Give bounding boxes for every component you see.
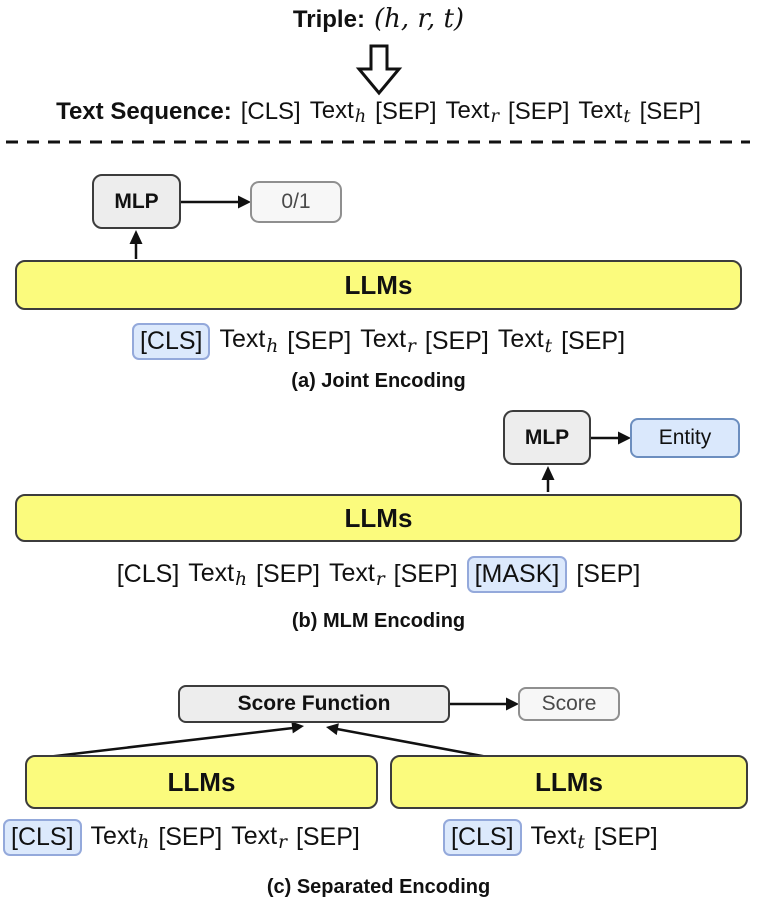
mlp-box-b: MLP	[503, 410, 591, 465]
token: [SEP]	[287, 326, 352, 355]
token: [SEP]	[375, 97, 437, 125]
arrow-mlp-to-output-a	[181, 195, 251, 209]
token: [SEP]	[639, 97, 701, 125]
token: Textr	[231, 821, 287, 854]
token: [SEP]	[393, 560, 458, 588]
token: Texth	[90, 821, 150, 854]
token-row-b: [CLS] Texth [SEP] Textr [SEP] [MASK] [SEP]	[0, 552, 757, 597]
token: Texth	[188, 558, 248, 591]
token-subscript: t	[577, 832, 585, 854]
token: [SEP]	[593, 823, 658, 851]
token: Textr	[360, 325, 416, 357]
output-box-a: 0/1	[250, 181, 342, 223]
score-label-c: Score	[541, 692, 597, 715]
token-subscript: t	[623, 106, 631, 127]
token: Texth	[219, 325, 279, 357]
llm-label-b: LLMs	[344, 502, 413, 533]
token: [SEP]	[561, 326, 626, 355]
output-label-a: 0/1	[281, 190, 311, 213]
arrow-scorefn-to-score-c	[450, 697, 519, 711]
token: [CLS]	[116, 560, 180, 588]
token: Texth	[309, 97, 367, 127]
mlp-box-a: MLP	[92, 174, 181, 229]
flow-down-arrow-icon	[355, 44, 403, 96]
entity-box-b: Entity	[630, 418, 740, 458]
token: [SEP]	[576, 560, 641, 588]
token: Textr	[328, 558, 385, 591]
token: [SEP]	[158, 823, 223, 851]
arrow-llm-to-mlp-b	[541, 466, 555, 492]
triple-label: Triple:	[292, 6, 365, 33]
token-row-c-right: [CLS]Textt [SEP]	[443, 815, 658, 860]
token: Textt	[530, 821, 585, 854]
token-subscript: r	[375, 569, 385, 591]
arrow-mlp-to-entity-b	[591, 431, 631, 445]
arrow-llm-left-to-scorefn-c	[46, 721, 304, 759]
mlp-label-a: MLP	[114, 189, 159, 213]
token-subscript: r	[490, 106, 500, 127]
llm-label-c-left: LLMs	[167, 766, 236, 797]
token-subscript: r	[407, 335, 416, 357]
triple-line: Triple: (h, r, t)	[0, 4, 757, 34]
token-subscript: h	[266, 335, 279, 357]
score-function-label-c: Score Function	[237, 692, 391, 715]
token: Textt	[497, 325, 553, 357]
caption-a: (a) Joint Encoding	[291, 370, 466, 392]
score-function-box-c: Score Function	[178, 685, 450, 723]
token: Textt	[578, 97, 631, 127]
token-row-c-left: [CLS]Texth [SEP] Textr [SEP]	[3, 815, 360, 860]
sequence-label: Text Sequence:	[56, 97, 232, 125]
entity-label-b: Entity	[658, 426, 712, 449]
token-highlight-box: [MASK]	[466, 556, 568, 593]
token-subscript: r	[278, 832, 287, 854]
token-highlight-box: [CLS]	[3, 819, 82, 856]
token-subscript: t	[544, 335, 553, 357]
token: [SEP]	[424, 326, 489, 355]
arrow-llm-to-mlp-a	[129, 230, 143, 259]
triple-math: (h, r, t)	[373, 4, 465, 34]
llm-label-a: LLMs	[344, 269, 413, 300]
score-box-c: Score	[518, 687, 620, 721]
token-highlight-box: [CLS]	[443, 819, 522, 856]
token-row-a: [CLS]Texth [SEP] Textr [SEP] Textt [SEP]	[0, 319, 757, 363]
caption-b: (b) MLM Encoding	[291, 610, 466, 632]
token: [CLS]	[240, 97, 301, 125]
token-subscript: h	[235, 569, 248, 591]
caption-c: (c) Separated Encoding	[266, 876, 491, 898]
token: Textr	[445, 97, 500, 127]
llm-bar-c-right: LLMs	[390, 755, 748, 809]
token: [SEP]	[508, 97, 570, 125]
arrow-llm-right-to-scorefn-c	[326, 723, 494, 760]
llm-bar-b: LLMs	[15, 494, 742, 542]
token-subscript: h	[354, 106, 367, 127]
mlp-label-b: MLP	[524, 425, 570, 449]
llm-bar-a: LLMs	[15, 260, 742, 310]
text-sequence-line: Text Sequence: [CLS] Texth [SEP] Textr [SEP]…	[0, 97, 757, 127]
llm-bar-c-left: LLMs	[25, 755, 378, 809]
sequence-token-row: [CLS] Texth [SEP] Textr [SEP] Textt [SEP]	[241, 97, 701, 127]
token-subscript: h	[137, 832, 150, 854]
token: [SEP]	[295, 823, 360, 851]
token-highlight-box: [CLS]	[131, 322, 211, 360]
llm-label-c-right: LLMs	[535, 766, 603, 797]
token: [SEP]	[256, 560, 320, 588]
